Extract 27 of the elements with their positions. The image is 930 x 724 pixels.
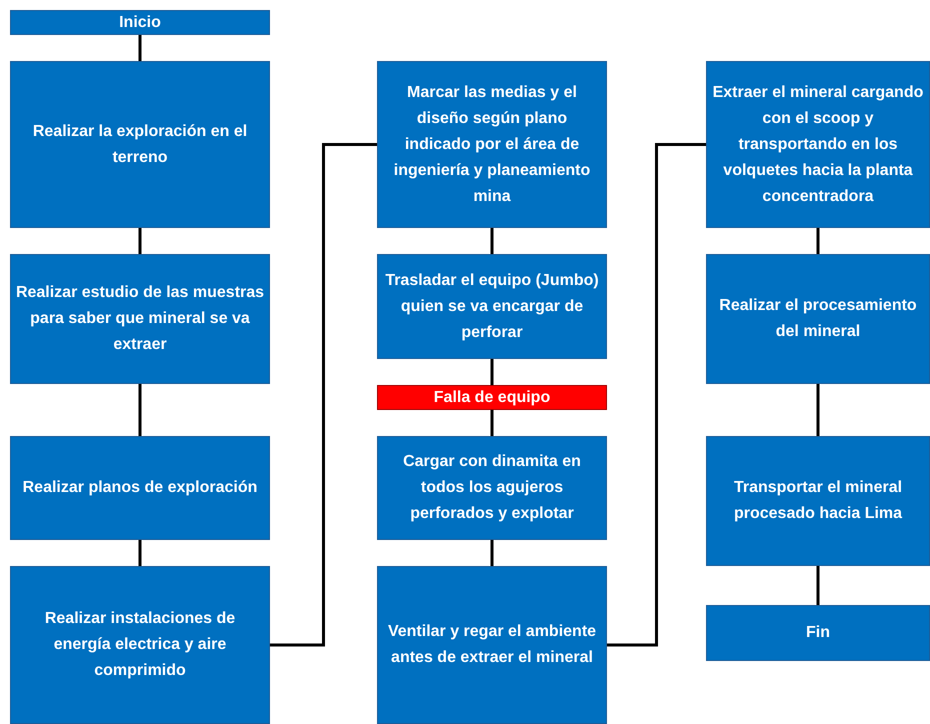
connector-line [138, 35, 142, 61]
connector-line [816, 566, 820, 605]
connector-line [816, 384, 820, 436]
process-box: Marcar las medias y el diseño según plano indicado por el área de ingeniería y planeamiento mina [377, 61, 607, 228]
process-box: Extraer el mineral cargando con el scoop y transportando en los volquetes hacia la planta concentradora [706, 61, 930, 228]
process-box: Realizar estudio de las muestras para saber que mineral se va extraer [10, 254, 270, 384]
process-box: Ventilar y regar el ambiente antes de extraer el mineral [377, 566, 607, 724]
process-box: Realizar planos de exploración [10, 436, 270, 540]
process-box: Fin [706, 605, 930, 661]
connector-line [607, 143, 706, 646]
process-box: Cargar con dinamita en todos los agujeros perforados y explotar [377, 436, 607, 540]
connector-line [138, 384, 142, 436]
connector-line [490, 410, 494, 436]
alert-box: Falla de equipo [377, 385, 607, 410]
connector-line [138, 228, 142, 254]
connector-line [816, 228, 820, 254]
process-box: Realizar la exploración en el terreno [10, 61, 270, 228]
process-box: Transportar el mineral procesado hacia Lima [706, 436, 930, 566]
process-box: Inicio [10, 10, 270, 35]
connector-line [270, 143, 377, 646]
connector-line [138, 540, 142, 566]
process-box: Realizar el procesamiento del mineral [706, 254, 930, 384]
connector-line [490, 228, 494, 254]
process-box: Trasladar el equipo (Jumbo) quien se va encargar de perforar [377, 254, 607, 359]
connector-line [490, 540, 494, 566]
process-box: Realizar instalaciones de energía electrica y aire comprimido [10, 566, 270, 724]
connector-line [490, 359, 494, 385]
